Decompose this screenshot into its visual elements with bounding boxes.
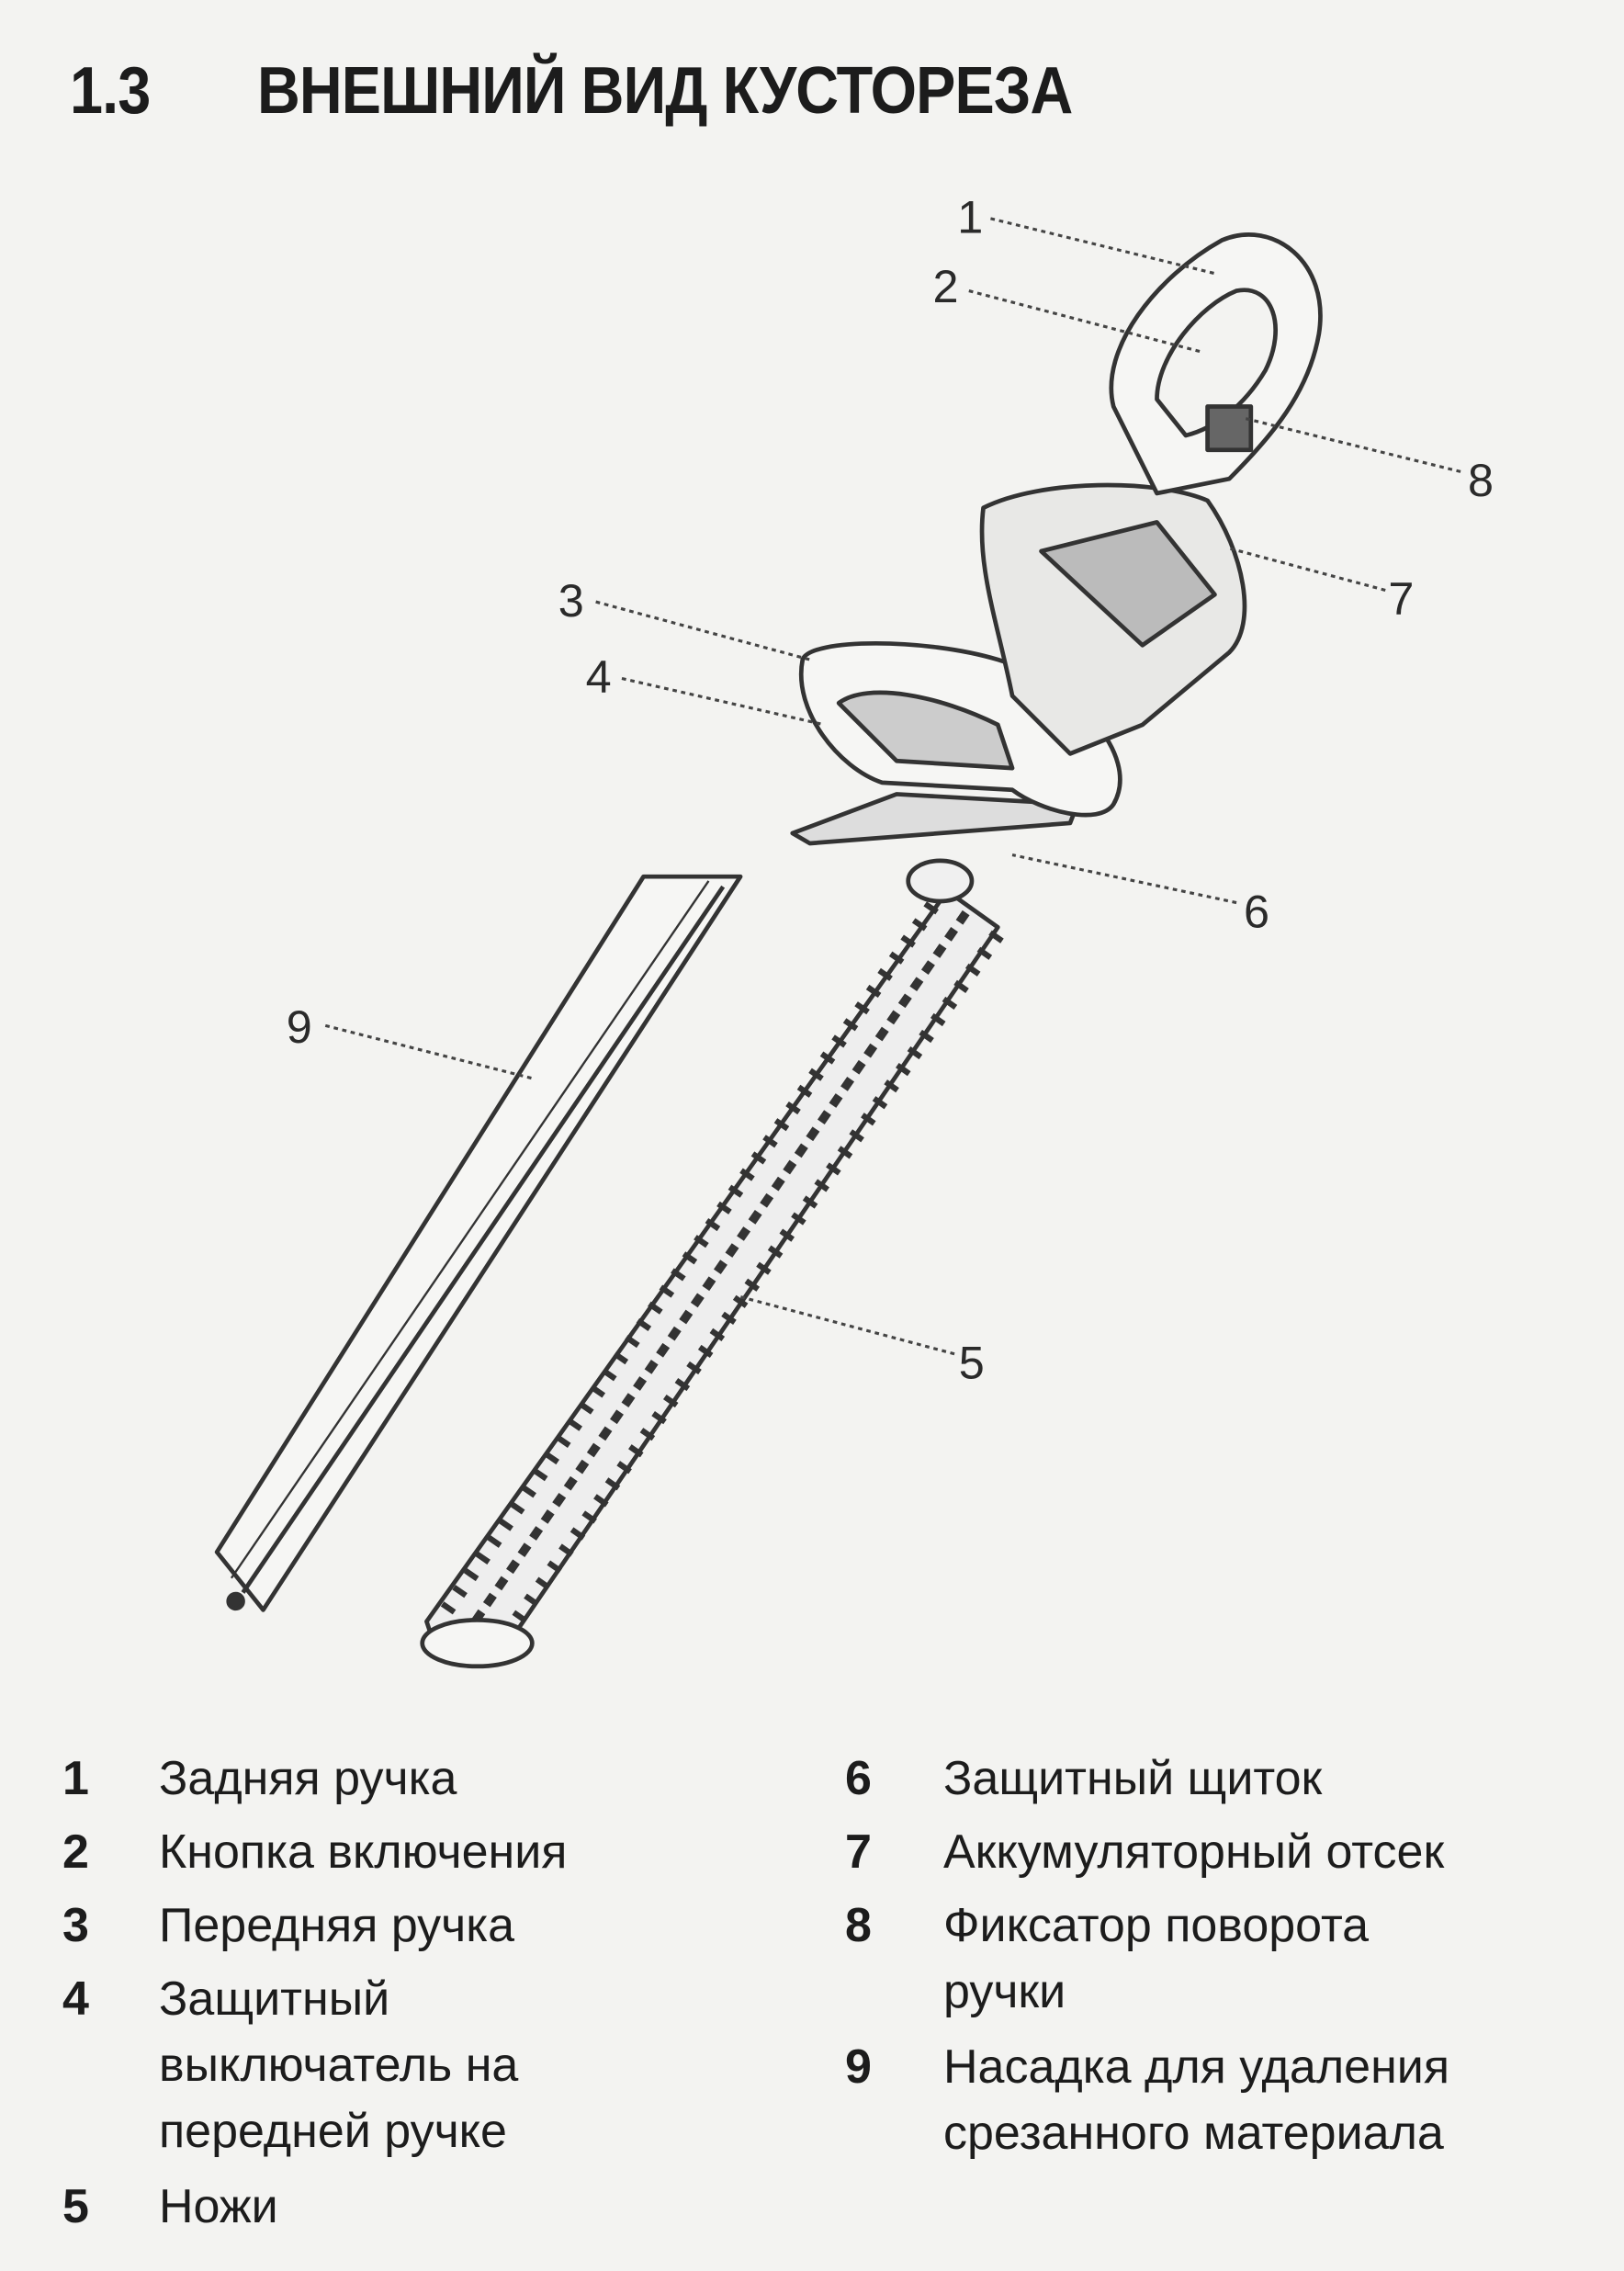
legend-label: Защитный: [159, 1972, 390, 2026]
legend-label: срезанного материала: [943, 2107, 1444, 2160]
legend-label: передней ручке: [159, 2105, 507, 2158]
legend-label: Фиксатор поворота: [943, 1899, 1370, 1952]
legend-number: 8: [845, 1899, 872, 1952]
legend-label: Задняя ручка: [159, 1752, 457, 1805]
callout-7: 7: [1388, 572, 1414, 625]
callout-8: 8: [1468, 454, 1494, 506]
legend-number: 2: [62, 1825, 89, 1879]
legend-number: 5: [62, 2180, 89, 2233]
legend-number: 1: [62, 1752, 89, 1805]
blade: [420, 888, 1004, 1669]
legend-label: Кнопка включения: [159, 1825, 568, 1879]
guard: [790, 792, 1080, 904]
legend-label: Ножи: [159, 2180, 278, 2233]
legend-number: 7: [845, 1825, 872, 1879]
callout-6: 6: [1244, 885, 1269, 937]
callout-9: 9: [287, 1000, 312, 1053]
legend-label: Насадка для удаления: [943, 2040, 1450, 2094]
callout-4: 4: [586, 650, 612, 703]
legend-label: ручки: [943, 1965, 1066, 2018]
section-title: ВНЕШНИЙ ВИД КУСТОРЕЗА: [257, 54, 1073, 128]
callout-1: 1: [957, 191, 983, 243]
legend-label: выключатель на: [159, 2039, 519, 2092]
callout-5: 5: [959, 1336, 985, 1388]
blade-sheath: [214, 874, 743, 1612]
legend-label: Аккумуляторный отсек: [943, 1825, 1445, 1879]
legend-label: Передняя ручка: [159, 1899, 515, 1952]
legend-number: 3: [62, 1899, 89, 1952]
legend-number: 6: [845, 1752, 872, 1805]
legend-number: 4: [62, 1972, 89, 2026]
section-number: 1.3: [70, 54, 151, 128]
callout-3: 3: [558, 574, 584, 627]
legend-label: Защитный щиток: [943, 1752, 1323, 1805]
callout-2: 2: [932, 260, 958, 312]
legend-number: 9: [845, 2040, 872, 2094]
